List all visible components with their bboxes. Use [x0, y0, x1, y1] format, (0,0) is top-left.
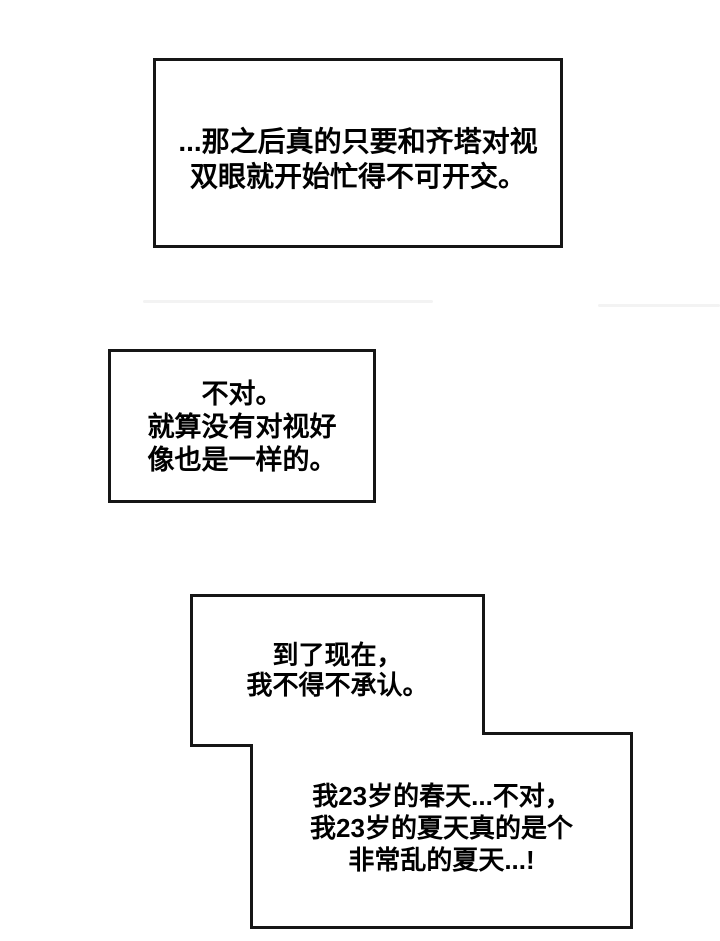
scan-artifact-streak-left: [143, 300, 433, 303]
narration-text-4: 我23岁的春天...不对， 我23岁的夏天真的是个 非常乱的夏天...!: [250, 780, 633, 876]
narration-line: 双眼就开始忙得不可开交。: [189, 161, 526, 192]
narration-text-1: ...那之后真的只要和齐塔对视 双眼就开始忙得不可开交。: [153, 124, 563, 194]
narration-line: 我23岁的夏天真的是个: [310, 813, 573, 843]
narration-line: 我23岁的春天...不对，: [312, 781, 571, 811]
narration-line: 就算没有对视好: [147, 412, 337, 442]
narration-line: 非常乱的夏天...!: [348, 845, 535, 875]
narration-line: 不对。: [201, 379, 283, 409]
narration-box-2: 不对。 就算没有对视好 像也是一样的。: [108, 349, 376, 503]
narration-line: 到了现在，: [272, 640, 403, 670]
narration-text-2: 不对。 就算没有对视好 像也是一样的。: [108, 378, 376, 477]
narration-line: 我不得不承认。: [246, 670, 429, 700]
compound-panel-path: [190, 594, 633, 929]
narration-line: 像也是一样的。: [147, 445, 337, 475]
narration-box-1: ...那之后真的只要和齐塔对视 双眼就开始忙得不可开交。: [153, 58, 563, 248]
scan-artifact-streak-right: [598, 304, 720, 307]
narration-line: ...那之后真的只要和齐塔对视: [178, 126, 538, 157]
narration-text-3: 到了现在， 我不得不承认。: [190, 640, 485, 700]
